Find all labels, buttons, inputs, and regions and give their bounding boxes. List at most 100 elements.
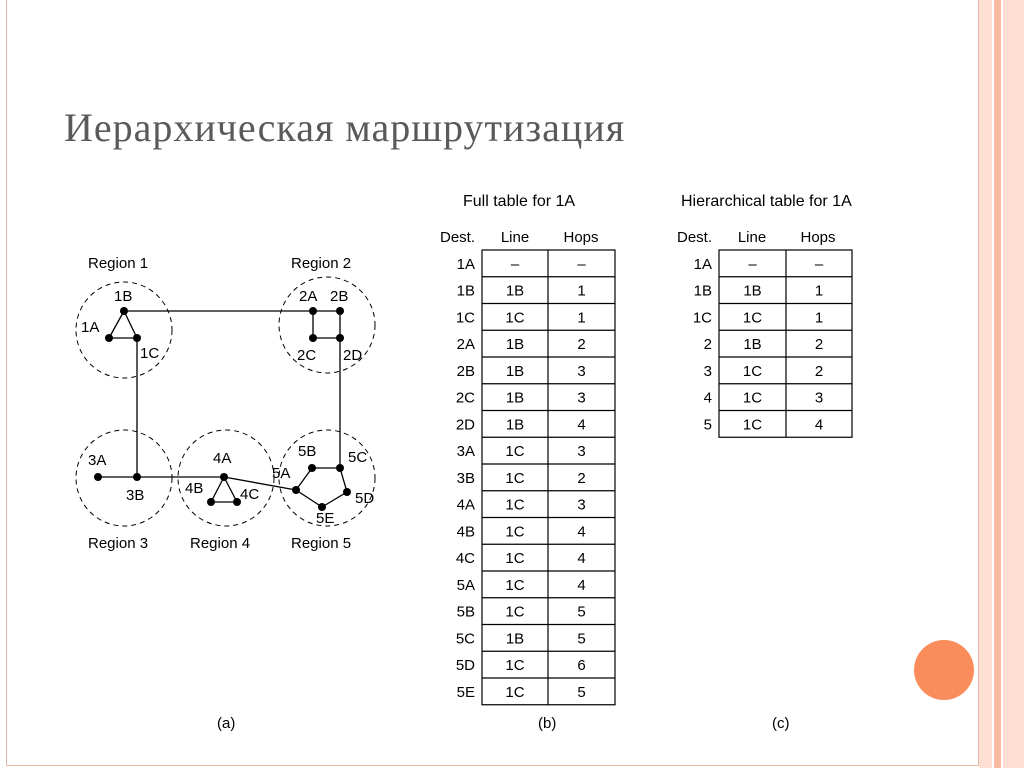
hops-cell: – xyxy=(815,256,824,273)
dest-cell: 2D xyxy=(456,416,475,433)
dest-cell: 4B xyxy=(457,523,475,540)
line-cell: 1C xyxy=(743,416,762,433)
dest-cell: 3B xyxy=(457,470,475,487)
node-label: 1C xyxy=(140,345,159,362)
node-label: 1B xyxy=(114,288,132,305)
dest-cell: 5B xyxy=(457,604,475,621)
dest-cell: 5 xyxy=(704,416,712,433)
dest-cell: 1B xyxy=(694,283,712,300)
link-4a-4b xyxy=(210,476,225,503)
hops-cell: 4 xyxy=(577,550,585,567)
hops-cell: 3 xyxy=(577,363,585,380)
node-label: 2D xyxy=(343,347,362,364)
dest-cell: 4A xyxy=(457,497,475,514)
node-label: 4C xyxy=(240,486,259,503)
line-cell: 1C xyxy=(505,470,524,487)
node-4c xyxy=(233,498,241,506)
slide-frame xyxy=(6,0,979,766)
region-label: Region 4 xyxy=(190,535,250,552)
decorative-stripes xyxy=(979,0,1024,768)
node-4a xyxy=(220,473,228,481)
hops-cell: 5 xyxy=(577,630,585,647)
link-4a-4c xyxy=(223,476,238,503)
line-cell: 1C xyxy=(505,684,524,701)
line-cell: 1C xyxy=(743,309,762,326)
hops-cell: 1 xyxy=(815,309,823,326)
dest-cell: 1B xyxy=(457,283,475,300)
dest-cell: 4C xyxy=(456,550,475,567)
full-table-header-dest: Dest. xyxy=(440,229,475,246)
dest-cell: 3A xyxy=(457,443,475,460)
node-label: 2B xyxy=(330,288,348,305)
node-2c xyxy=(309,334,317,342)
line-cell: 1C xyxy=(505,497,524,514)
node-label: 3B xyxy=(126,487,144,504)
region-2-circle xyxy=(278,276,376,374)
hops-cell: 2 xyxy=(577,470,585,487)
dest-cell: 1C xyxy=(456,309,475,326)
dest-cell: 2C xyxy=(456,390,475,407)
region-3-circle xyxy=(75,429,173,527)
link-4a-5a xyxy=(223,476,297,491)
hops-cell: 3 xyxy=(577,390,585,407)
line-cell: 1C xyxy=(743,390,762,407)
link-region5-pentagon xyxy=(295,467,348,508)
dest-cell: 4 xyxy=(704,390,712,407)
line-cell: 1B xyxy=(506,283,524,300)
node-2a xyxy=(309,307,317,315)
node-label: 2A xyxy=(299,288,317,305)
link-region2-square xyxy=(312,310,341,339)
line-cell: 1B xyxy=(506,336,524,353)
region-label: Region 1 xyxy=(88,255,148,272)
node-label: 5C xyxy=(348,449,367,466)
dest-cell: 1A xyxy=(694,256,712,273)
network-links xyxy=(98,310,348,508)
dest-cell: 1C xyxy=(693,309,712,326)
caption-a: (a) xyxy=(217,715,235,732)
link-1a-1b xyxy=(108,310,125,339)
hier-table-header-line: Line xyxy=(738,229,766,246)
hops-cell: 2 xyxy=(815,363,823,380)
line-cell: 1B xyxy=(506,363,524,380)
hops-cell: 4 xyxy=(577,523,585,540)
node-label: 1A xyxy=(81,319,99,336)
line-cell: 1C xyxy=(743,363,762,380)
hier-table-header-dest: Dest. xyxy=(677,229,712,246)
node-5a xyxy=(292,486,300,494)
hops-cell: 4 xyxy=(577,416,585,433)
full-table-header-hops: Hops xyxy=(563,229,598,246)
network-nodes xyxy=(94,307,351,511)
hops-cell: 1 xyxy=(815,283,823,300)
node-1b xyxy=(120,307,128,315)
hops-cell: 2 xyxy=(815,336,823,353)
node-4b xyxy=(207,498,215,506)
hier-table-title: Hierarchical table for 1A xyxy=(681,193,852,210)
node-5c xyxy=(336,464,344,472)
node-label: 5D xyxy=(355,490,374,507)
hops-cell: 3 xyxy=(815,390,823,407)
line-cell: 1C xyxy=(505,657,524,674)
dest-cell: 5C xyxy=(456,630,475,647)
node-label: 2C xyxy=(297,347,316,364)
node-2b xyxy=(336,307,344,315)
node-label: 5A xyxy=(272,465,290,482)
hops-cell: 4 xyxy=(577,577,585,594)
node-2d xyxy=(336,334,344,342)
region-5-circle xyxy=(278,429,376,527)
line-cell: 1B xyxy=(743,283,761,300)
full-table-title: Full table for 1A xyxy=(463,193,575,210)
node-3b xyxy=(133,473,141,481)
hops-cell: 5 xyxy=(577,684,585,701)
hierarchical-routing-table: Hierarchical table for 1A Dest. Line Hop… xyxy=(677,193,853,732)
dest-cell: 2A xyxy=(457,336,475,353)
hops-cell: 6 xyxy=(577,657,585,674)
line-cell: 1B xyxy=(743,336,761,353)
node-5b xyxy=(308,464,316,472)
node-label: 3A xyxy=(88,452,106,469)
hier-table-grid xyxy=(718,249,853,438)
line-cell: – xyxy=(511,256,520,273)
node-labels: 1A 1B 1C 2A 2B 2C 2D 3A 3B 4A 4B 4C 5A 5… xyxy=(81,288,374,527)
dest-cell: 2B xyxy=(457,363,475,380)
node-5d xyxy=(343,488,351,496)
